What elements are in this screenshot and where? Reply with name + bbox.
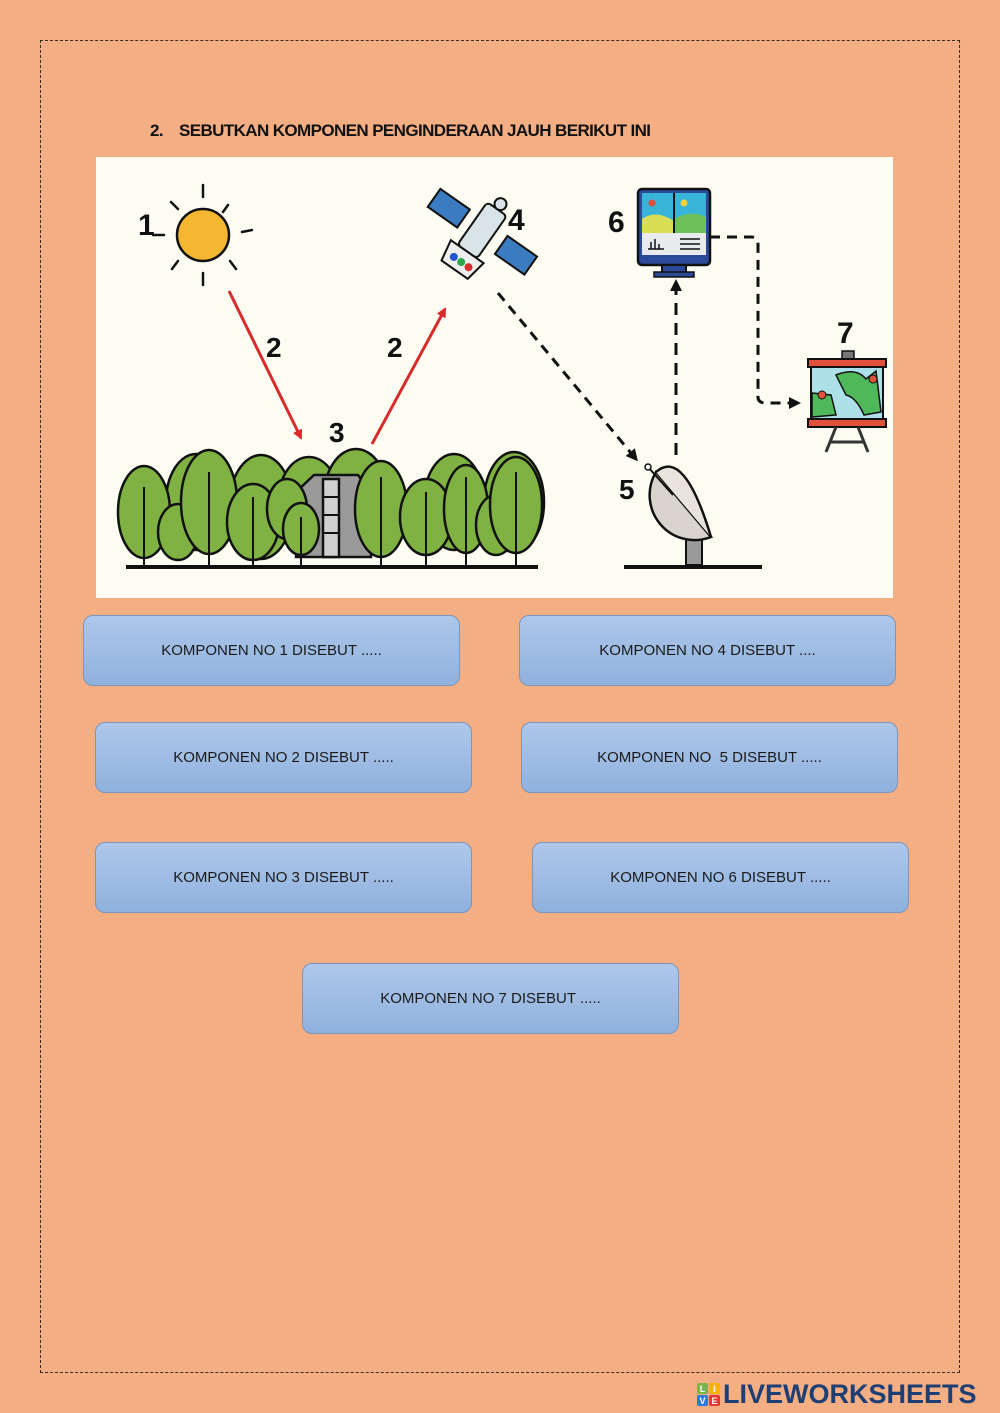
answer-prompt-7: KOMPONEN NO 7 DISEBUT ..... [380,990,601,1007]
satellite-icon [426,187,539,281]
label-3: 3 [329,417,345,448]
logo-letter-i: I [709,1383,720,1394]
energy-in-arrow [227,290,303,440]
answer-prompt-5: KOMPONEN NO 5 DISEBUT ..... [597,749,822,766]
logo-letter-v: V [697,1395,708,1406]
map-board-icon [807,350,887,453]
answer-field-6[interactable]: KOMPONEN NO 6 DISEBUT ..... [532,842,909,913]
logo-letter-e: E [709,1395,720,1406]
logo-letter-l: L [697,1383,708,1394]
label-6: 6 [608,206,625,239]
label-4: 4 [508,204,525,237]
question-text: SEBUTKAN KOMPONEN PENGINDERAAN JAUH BERI… [178,121,651,140]
answer-field-1[interactable]: KOMPONEN NO 1 DISEBUT ..... [83,615,460,686]
answer-field-4[interactable]: KOMPONEN NO 4 DISEBUT .... [519,615,896,686]
question-number: 2. [150,121,164,140]
energy-out-arrow [370,307,447,445]
remote-sensing-diagram: 1 2 2 3 [96,157,893,598]
liveworksheets-logo[interactable]: L I V E LIVEWORKSHEETS [697,1379,977,1410]
transmission-arrow [496,292,638,462]
processing-monitor-icon [636,187,712,278]
forest-icon [116,447,546,569]
live-blocks-icon: L I V E [697,1383,720,1406]
answer-prompt-6: KOMPONEN NO 6 DISEBUT ..... [610,869,831,886]
answer-prompt-1: KOMPONEN NO 1 DISEBUT ..... [161,642,382,659]
label-2a: 2 [266,332,282,363]
page-border [40,40,960,1373]
answer-field-7[interactable]: KOMPONEN NO 7 DISEBUT ..... [302,963,679,1034]
ground-station-icon [624,463,762,569]
label-5: 5 [619,474,635,505]
answer-field-2[interactable]: KOMPONEN NO 2 DISEBUT ..... [95,722,472,793]
distribution-arrow [710,235,801,409]
label-7: 7 [837,317,854,350]
label-1: 1 [138,209,155,242]
answer-field-3[interactable]: KOMPONEN NO 3 DISEBUT ..... [95,842,472,913]
logo-text: LIVEWORKSHEETS [723,1379,977,1409]
answer-field-5[interactable]: KOMPONEN NO 5 DISEBUT ..... [521,722,898,793]
answer-prompt-3: KOMPONEN NO 3 DISEBUT ..... [173,869,394,886]
question-title: 2. SEBUTKAN KOMPONEN PENGINDERAAN JAUH BE… [150,121,651,141]
answer-prompt-2: KOMPONEN NO 2 DISEBUT ..... [173,749,394,766]
answer-prompt-4: KOMPONEN NO 4 DISEBUT .... [599,642,816,659]
sun-icon [151,183,254,287]
label-2b: 2 [387,332,403,363]
